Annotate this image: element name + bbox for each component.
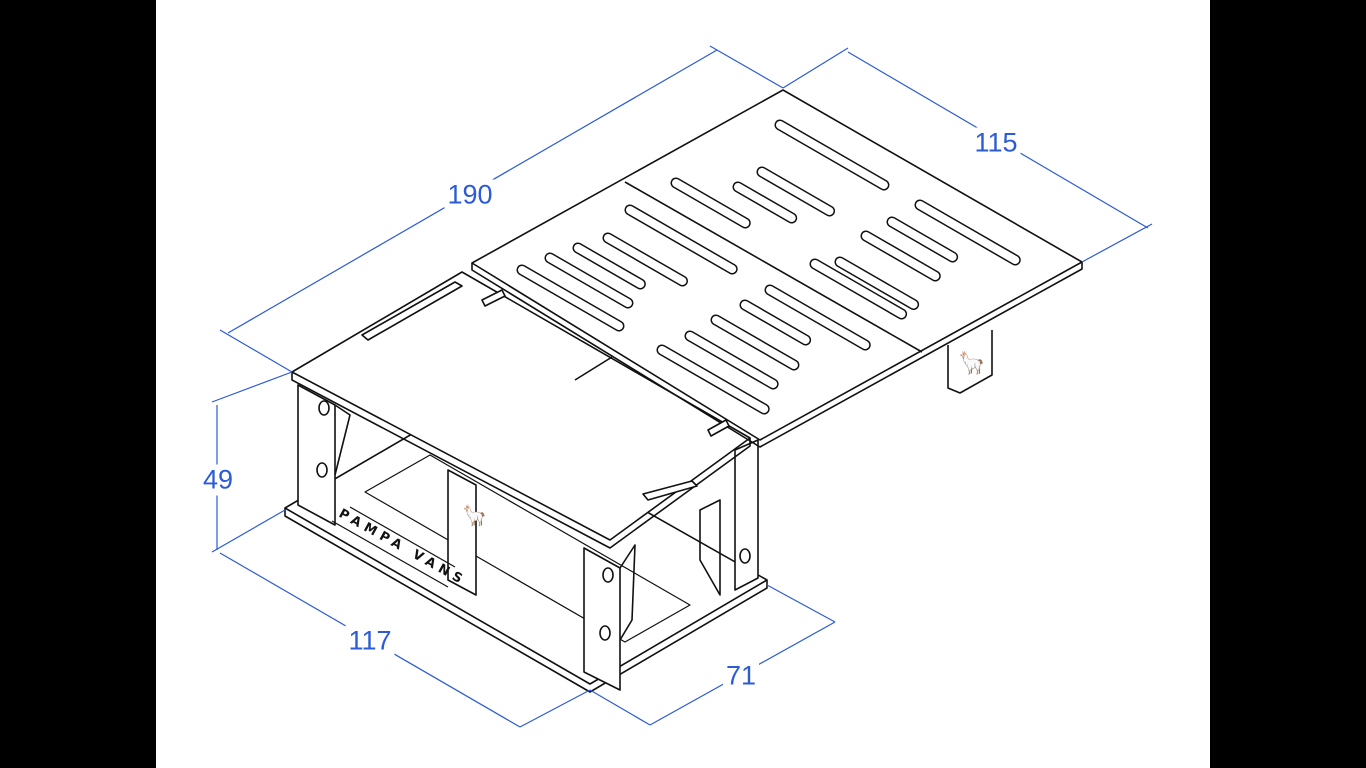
deck-slot	[836, 258, 918, 309]
deck-slot	[734, 183, 796, 222]
base-plate	[284, 507, 768, 693]
deck-slot	[686, 332, 778, 388]
deck-slot	[862, 232, 940, 280]
dimension-71: 71	[722, 660, 760, 692]
deck-slot	[916, 201, 1020, 264]
llama-icon-deck: 🦙	[958, 350, 985, 376]
leg-left-back	[297, 384, 336, 526]
deck-slot	[518, 266, 623, 330]
deck-slot	[658, 346, 769, 413]
deck-slot	[811, 260, 906, 318]
llama-icon: 🦙	[462, 503, 487, 527]
deck-slot	[604, 234, 687, 285]
deck-slot	[741, 301, 810, 344]
deck-slot	[574, 244, 645, 288]
dimension-49: 49	[199, 464, 237, 496]
deck-slot	[888, 218, 957, 261]
deck-slot	[766, 286, 870, 349]
dimension-115: 115	[971, 127, 1021, 159]
leg-front	[583, 547, 621, 691]
deck-slot	[672, 179, 750, 227]
dimension-190: 190	[444, 179, 496, 211]
deck-slot	[776, 121, 888, 189]
dimension-117: 117	[345, 625, 395, 657]
leg-middle	[447, 469, 477, 596]
deck-slot	[712, 316, 798, 369]
deck-slot	[626, 206, 737, 273]
deck-slot	[546, 254, 632, 307]
deck-slot	[758, 168, 834, 215]
deck-leg	[947, 330, 993, 394]
leg-right	[734, 439, 759, 591]
